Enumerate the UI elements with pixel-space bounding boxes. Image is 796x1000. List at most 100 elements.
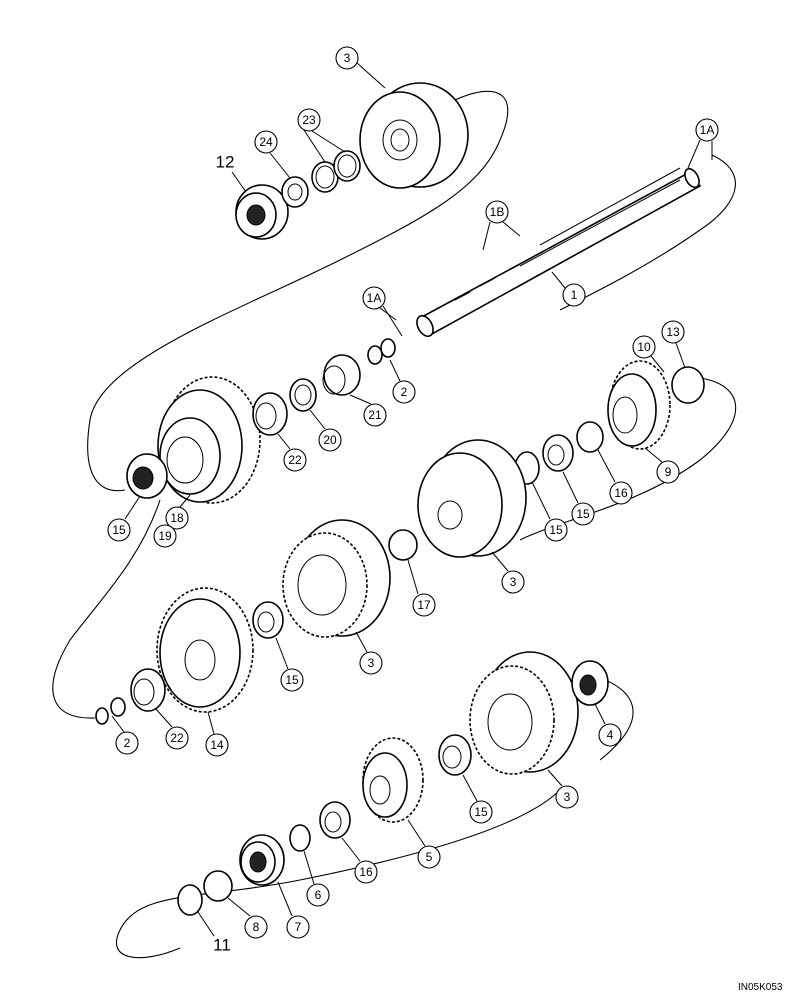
callout-15-bottom: 16	[354, 860, 378, 884]
callout-label: 2	[401, 385, 408, 399]
callout-3-middle: 3	[501, 570, 525, 594]
callout-23: 23	[297, 108, 321, 132]
callout-2-lower: 2	[115, 731, 139, 755]
bearing-12	[235, 184, 289, 240]
bushing-16-lower	[388, 529, 418, 561]
callout-22-upper: 22	[283, 448, 307, 472]
callout-label: 8	[253, 920, 260, 934]
callout-label: 15	[549, 523, 563, 537]
callout-4: 4	[598, 723, 622, 747]
callout-15-mid: 15	[280, 668, 304, 692]
callout-1a-top: 1A	[695, 118, 719, 142]
mainshaft	[416, 167, 702, 338]
callout-label: 19	[158, 529, 172, 543]
callout-7: 7	[286, 915, 310, 939]
callout-label: 1A	[700, 123, 715, 137]
callout-label: 7	[295, 920, 302, 934]
callout-label: 22	[170, 731, 184, 745]
callout-label: 16	[359, 865, 373, 879]
callout-15-upper-right: 15	[571, 502, 595, 526]
callout-14: 15	[544, 518, 568, 542]
assembly-label: 12	[216, 153, 235, 172]
callout-21: 21	[363, 403, 387, 427]
callout-label: 3	[344, 51, 351, 65]
bearing-22-lower	[130, 668, 166, 712]
bearing-15-lower-right	[438, 734, 472, 776]
callout-20: 20	[318, 428, 342, 452]
gear-5	[362, 737, 424, 823]
callout-label: 1	[571, 288, 578, 302]
callout-19: 19	[153, 524, 177, 548]
bearing-7	[239, 834, 285, 886]
callout-label: 3	[564, 790, 571, 804]
callout-label: 22	[288, 453, 302, 467]
bushing-16-upper	[576, 421, 604, 453]
clutch-pack-bottom	[469, 651, 579, 775]
callout-label: 15	[576, 507, 590, 521]
callout-label: 13	[666, 325, 680, 339]
assembly-label: 11	[213, 936, 231, 955]
callout-label: 2	[124, 736, 131, 750]
callout-label: 16	[614, 486, 628, 500]
callout-5: 5	[417, 845, 441, 869]
callout-label: 15	[474, 805, 488, 819]
callout-24: 24	[254, 130, 278, 154]
shims-23	[311, 150, 361, 193]
leader-lines	[111, 62, 713, 917]
bushing-21	[322, 354, 361, 396]
callout-3-lower: 3	[359, 651, 383, 675]
callout-label: 5	[426, 850, 433, 864]
callout-label: 3	[510, 575, 517, 589]
washer-6	[289, 824, 311, 852]
bearing-15-mid	[252, 601, 284, 639]
bearing-15-bottom	[319, 801, 351, 839]
bushing-13	[203, 870, 233, 902]
gear-18-19	[157, 376, 261, 504]
clutch-pack-lower	[282, 519, 391, 638]
gear-17	[156, 587, 254, 713]
callout-label: 10	[637, 340, 651, 354]
callout-15-lower-right: 15	[469, 800, 493, 824]
callout-label: 21	[368, 408, 382, 422]
callout-2-upper: 2	[392, 380, 416, 404]
callout-label: 15	[285, 673, 299, 687]
callout-10: 13	[661, 320, 685, 344]
callout-label: 15	[112, 523, 126, 537]
clutch-pack-top	[359, 82, 469, 189]
callout-label: 6	[315, 888, 322, 902]
ring-2-upper	[367, 338, 396, 365]
gear-8-9-10	[607, 360, 705, 450]
callout-label: 18	[170, 511, 184, 525]
clutch-pack-middle	[417, 439, 527, 558]
washer-24	[281, 176, 309, 208]
bearing-4	[571, 660, 609, 706]
assembly-label-12: 12	[216, 153, 247, 193]
callout-1b: 1B	[485, 200, 509, 224]
snap-ring-11	[177, 884, 203, 916]
bearing-15-left	[126, 453, 168, 499]
callout-label: 9	[665, 465, 672, 479]
callout-label: 1B	[490, 205, 505, 219]
callout-1a-mid: 1A	[362, 286, 386, 310]
callout-6: 6	[306, 883, 330, 907]
callout-1: 1	[562, 283, 586, 307]
callout-label: 24	[259, 135, 273, 149]
callout-label: 23	[302, 113, 316, 127]
callout-16-lower: 17	[412, 593, 436, 617]
bearing-22-upper	[252, 392, 288, 436]
bearing-15-upper-right	[542, 434, 574, 472]
callout-label: 3	[368, 656, 375, 670]
callout-label: 4	[607, 728, 614, 742]
callout-22-lower: 22	[165, 726, 189, 750]
callout-3-top: 3	[335, 46, 359, 70]
callout-label: 14	[210, 738, 224, 752]
figure-reference-code: IN05K053	[738, 982, 783, 993]
assembly-label-11: 11	[197, 911, 231, 955]
washer-20	[289, 378, 317, 412]
callout-13: 8	[244, 915, 268, 939]
callout-17: 14	[205, 733, 229, 757]
callout-3-bottom: 3	[555, 785, 579, 809]
callout-15-left: 15	[107, 518, 131, 542]
callout-8: 9	[656, 460, 680, 484]
